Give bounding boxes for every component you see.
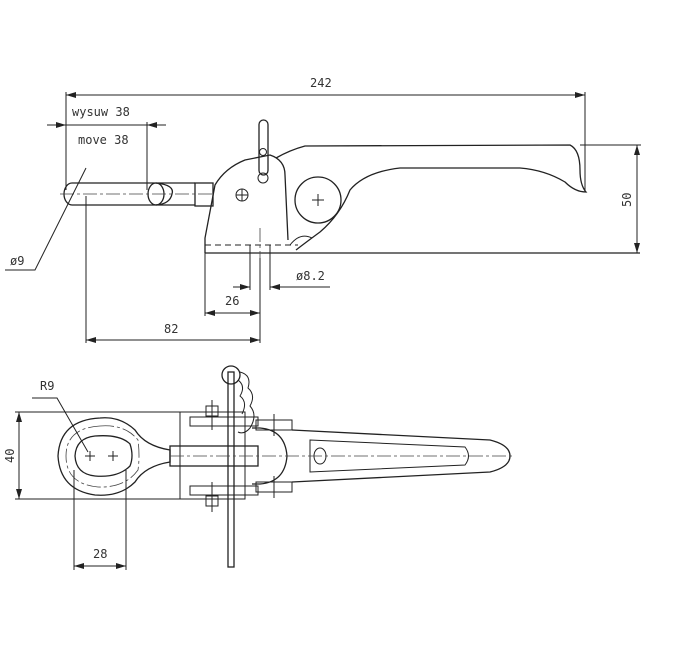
safety-pin xyxy=(257,119,269,184)
dim-hole-diameter: ø8.2 xyxy=(233,269,330,290)
eye-loop xyxy=(57,417,171,496)
dim-eye-radius: R9 xyxy=(32,379,89,453)
lever-handle xyxy=(275,144,588,251)
dim-overall-length: 242 xyxy=(65,76,586,190)
dim-rod-to-hole: 82 xyxy=(85,196,260,343)
dim-label-40: 40 xyxy=(3,449,17,463)
bolt-rod xyxy=(60,182,215,207)
dim-eye-slot: 28 xyxy=(73,470,127,570)
dim-label-o8-2: ø8.2 xyxy=(296,269,325,283)
dim-label-28: 28 xyxy=(93,547,107,561)
lever-plan xyxy=(170,414,515,498)
side-view: 242 wysuw 38 move 38 xyxy=(5,76,641,343)
safety-pin-plan xyxy=(221,365,255,568)
latch-body xyxy=(204,154,640,290)
dim-label-50: 50 xyxy=(620,193,634,207)
dim-stroke: wysuw 38 move 38 xyxy=(47,105,166,190)
dim-label-82: 82 xyxy=(164,322,178,336)
dim-rod-diameter: ø9 xyxy=(5,167,87,271)
dim-hole-offset: 26 xyxy=(204,253,261,343)
dim-label-r9: R9 xyxy=(40,379,54,393)
plan-view: 50 40 xyxy=(3,365,515,570)
dim-label-o9: ø9 xyxy=(10,254,24,268)
dim-height: 50 xyxy=(580,144,641,253)
dim-label-242: 242 xyxy=(310,76,332,90)
dim-label-wysuw: wysuw 38 xyxy=(72,105,130,119)
dim-label-26: 26 xyxy=(225,294,239,308)
dim-label-move: move 38 xyxy=(78,133,129,147)
